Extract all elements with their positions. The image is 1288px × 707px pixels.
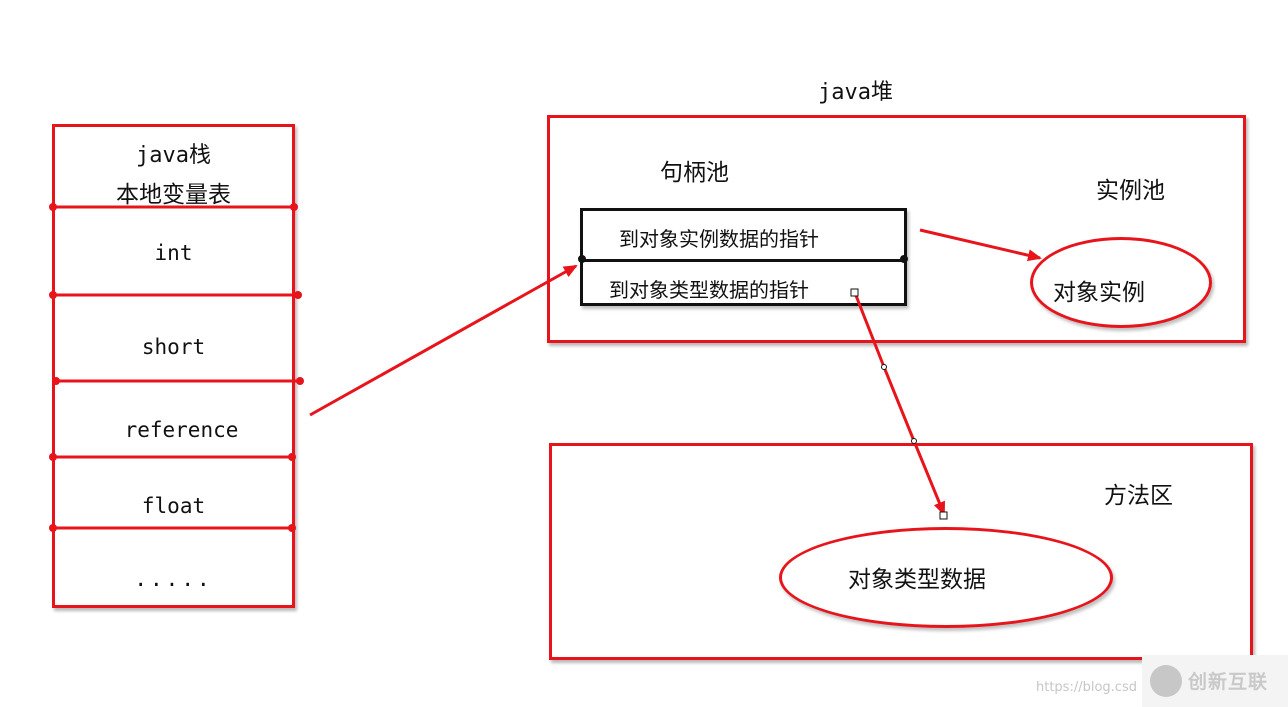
handle-pool-label: 句柄池 [660, 160, 729, 186]
object-instance-label: 对象实例 [1053, 280, 1145, 306]
handle-divider-dot-left [578, 255, 586, 263]
type-pointer-mid-handle-1 [881, 364, 887, 370]
stack-separator-dots [49, 203, 304, 532]
handle-row-divider [583, 259, 904, 262]
handle-divider-dot-right [900, 255, 908, 263]
stack-slot-short: short [141, 335, 206, 359]
java-stack-title: java栈 [136, 143, 211, 168]
instance-data-pointer: 到对象实例数据的指针 [619, 227, 819, 251]
watermark-url: https://blog.csd [1036, 680, 1137, 695]
type-pointer-end-handle [939, 511, 948, 520]
stack-slot-float: float [141, 494, 206, 518]
object-instance-ellipse: 对象实例 [1030, 237, 1212, 328]
type-pointer-start-handle [850, 288, 859, 297]
local-variable-table-label: 本地变量表 [116, 182, 231, 208]
instance-pointer-arrow [919, 228, 1042, 262]
type-data-pointer: 到对象类型数据的指针 [609, 278, 809, 302]
type-pointer-arrow [853, 292, 946, 516]
reference-to-handle-arrow [309, 264, 578, 417]
watermark-badge: 创新互联 [1142, 655, 1288, 707]
method-area-label: 方法区 [1104, 483, 1173, 509]
stack-row-separators [53, 205, 300, 530]
java-stack-box: java栈 本地变量表 int short reference float ..… [52, 124, 295, 608]
watermark-brand: 创新互联 [1188, 671, 1269, 693]
method-area-box [549, 443, 1253, 660]
type-pointer-mid-handle-2 [911, 438, 917, 444]
object-type-data-label: 对象类型数据 [848, 567, 986, 593]
stack-slot-reference: reference [124, 418, 239, 442]
object-type-data-ellipse: 对象类型数据 [779, 527, 1113, 628]
java-heap-box [547, 115, 1246, 343]
instance-pool-label: 实例池 [1096, 178, 1165, 204]
stack-slot-ellipsis: ..... [134, 567, 213, 591]
handle-table: 到对象实例数据的指针 到对象类型数据的指针 [580, 208, 907, 306]
java-heap-title: java堆 [818, 80, 893, 105]
brand-logo-icon [1150, 665, 1182, 697]
stack-slot-int: int [154, 241, 193, 265]
